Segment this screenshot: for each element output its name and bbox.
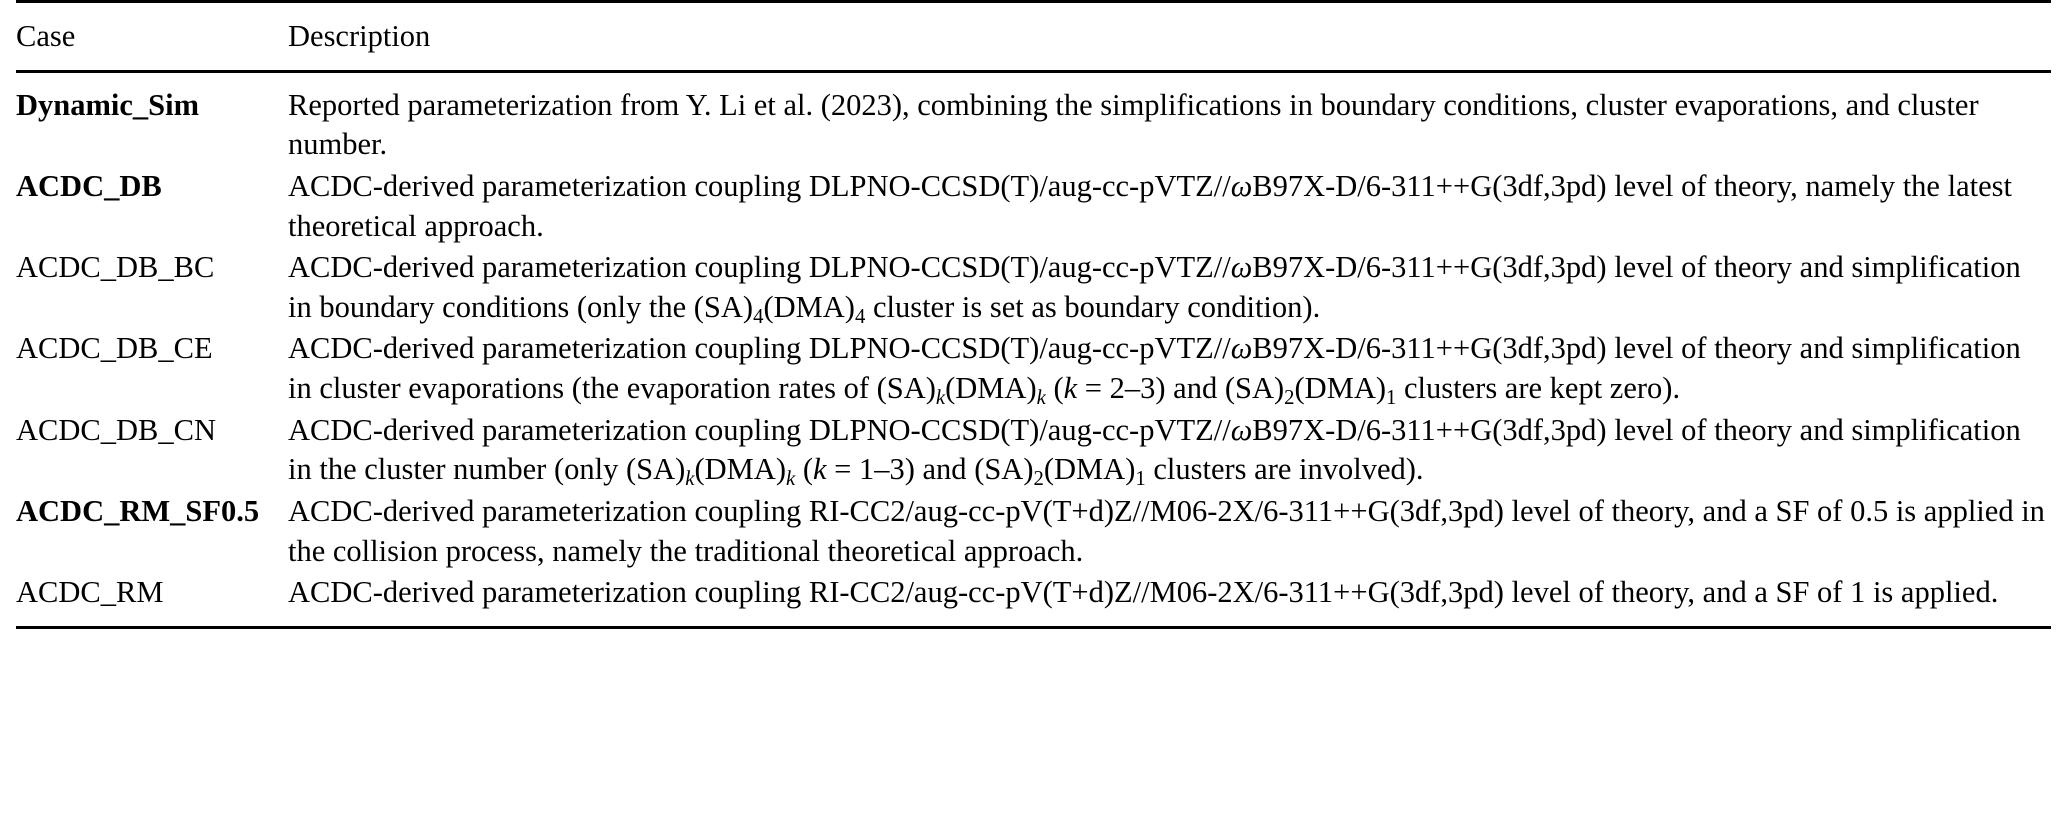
cell-case: ACDC_DB: [16, 168, 162, 203]
cell-case: ACDC_DB_BC: [16, 250, 215, 285]
cell-description: ACDC-derived parameterization coupling D…: [288, 168, 2012, 243]
cell-case: ACDC_RM_SF0.5: [16, 494, 260, 529]
column-header-description: Description: [288, 0, 2051, 73]
cell-case: ACDC_RM: [16, 575, 164, 610]
cell-description: ACDC-derived parameterization coupling D…: [288, 331, 2021, 409]
table-row: ACDC_DB_CE ACDC-derived parameterization…: [16, 328, 2051, 409]
column-header-case: Case: [16, 0, 288, 73]
bottom-rule-row: [16, 626, 2051, 630]
cell-description: Reported parameterization from Y. Li et …: [288, 69, 2051, 166]
cell-description: ACDC-derived parameterization coupling R…: [288, 494, 2045, 568]
bottom-rule: [16, 626, 2051, 630]
parameterization-cases-table: Case Description Dynamic_Sim Reported pa…: [16, 0, 2051, 630]
cell-case: ACDC_DB_CE: [16, 331, 213, 366]
table-header-row: Case Description: [16, 0, 2051, 73]
cell-case: ACDC_DB_CN: [16, 412, 216, 447]
cell-description: ACDC-derived parameterization coupling D…: [288, 412, 2021, 491]
table-row: ACDC_RM ACDC-derived parameterization co…: [16, 572, 2051, 627]
table-row: Dynamic_Sim Reported parameterization fr…: [16, 69, 2051, 166]
table-row: ACDC_DB_CN ACDC-derived parameterization…: [16, 410, 2051, 491]
table-body: Dynamic_Sim Reported parameterization fr…: [16, 69, 2051, 627]
cell-case: Dynamic_Sim: [16, 69, 288, 166]
table-row: ACDC_DB_BC ACDC-derived parameterization…: [16, 247, 2051, 328]
table-footer-rule: [16, 626, 2051, 630]
cell-description: ACDC-derived parameterization coupling R…: [288, 575, 1999, 610]
table-row: ACDC_RM_SF0.5 ACDC-derived parameterizat…: [16, 491, 2051, 572]
table-header: Case Description: [16, 0, 2051, 73]
table-row: ACDC_DB ACDC-derived parameterization co…: [16, 166, 2051, 247]
cell-description: ACDC-derived parameterization coupling D…: [288, 250, 2021, 328]
